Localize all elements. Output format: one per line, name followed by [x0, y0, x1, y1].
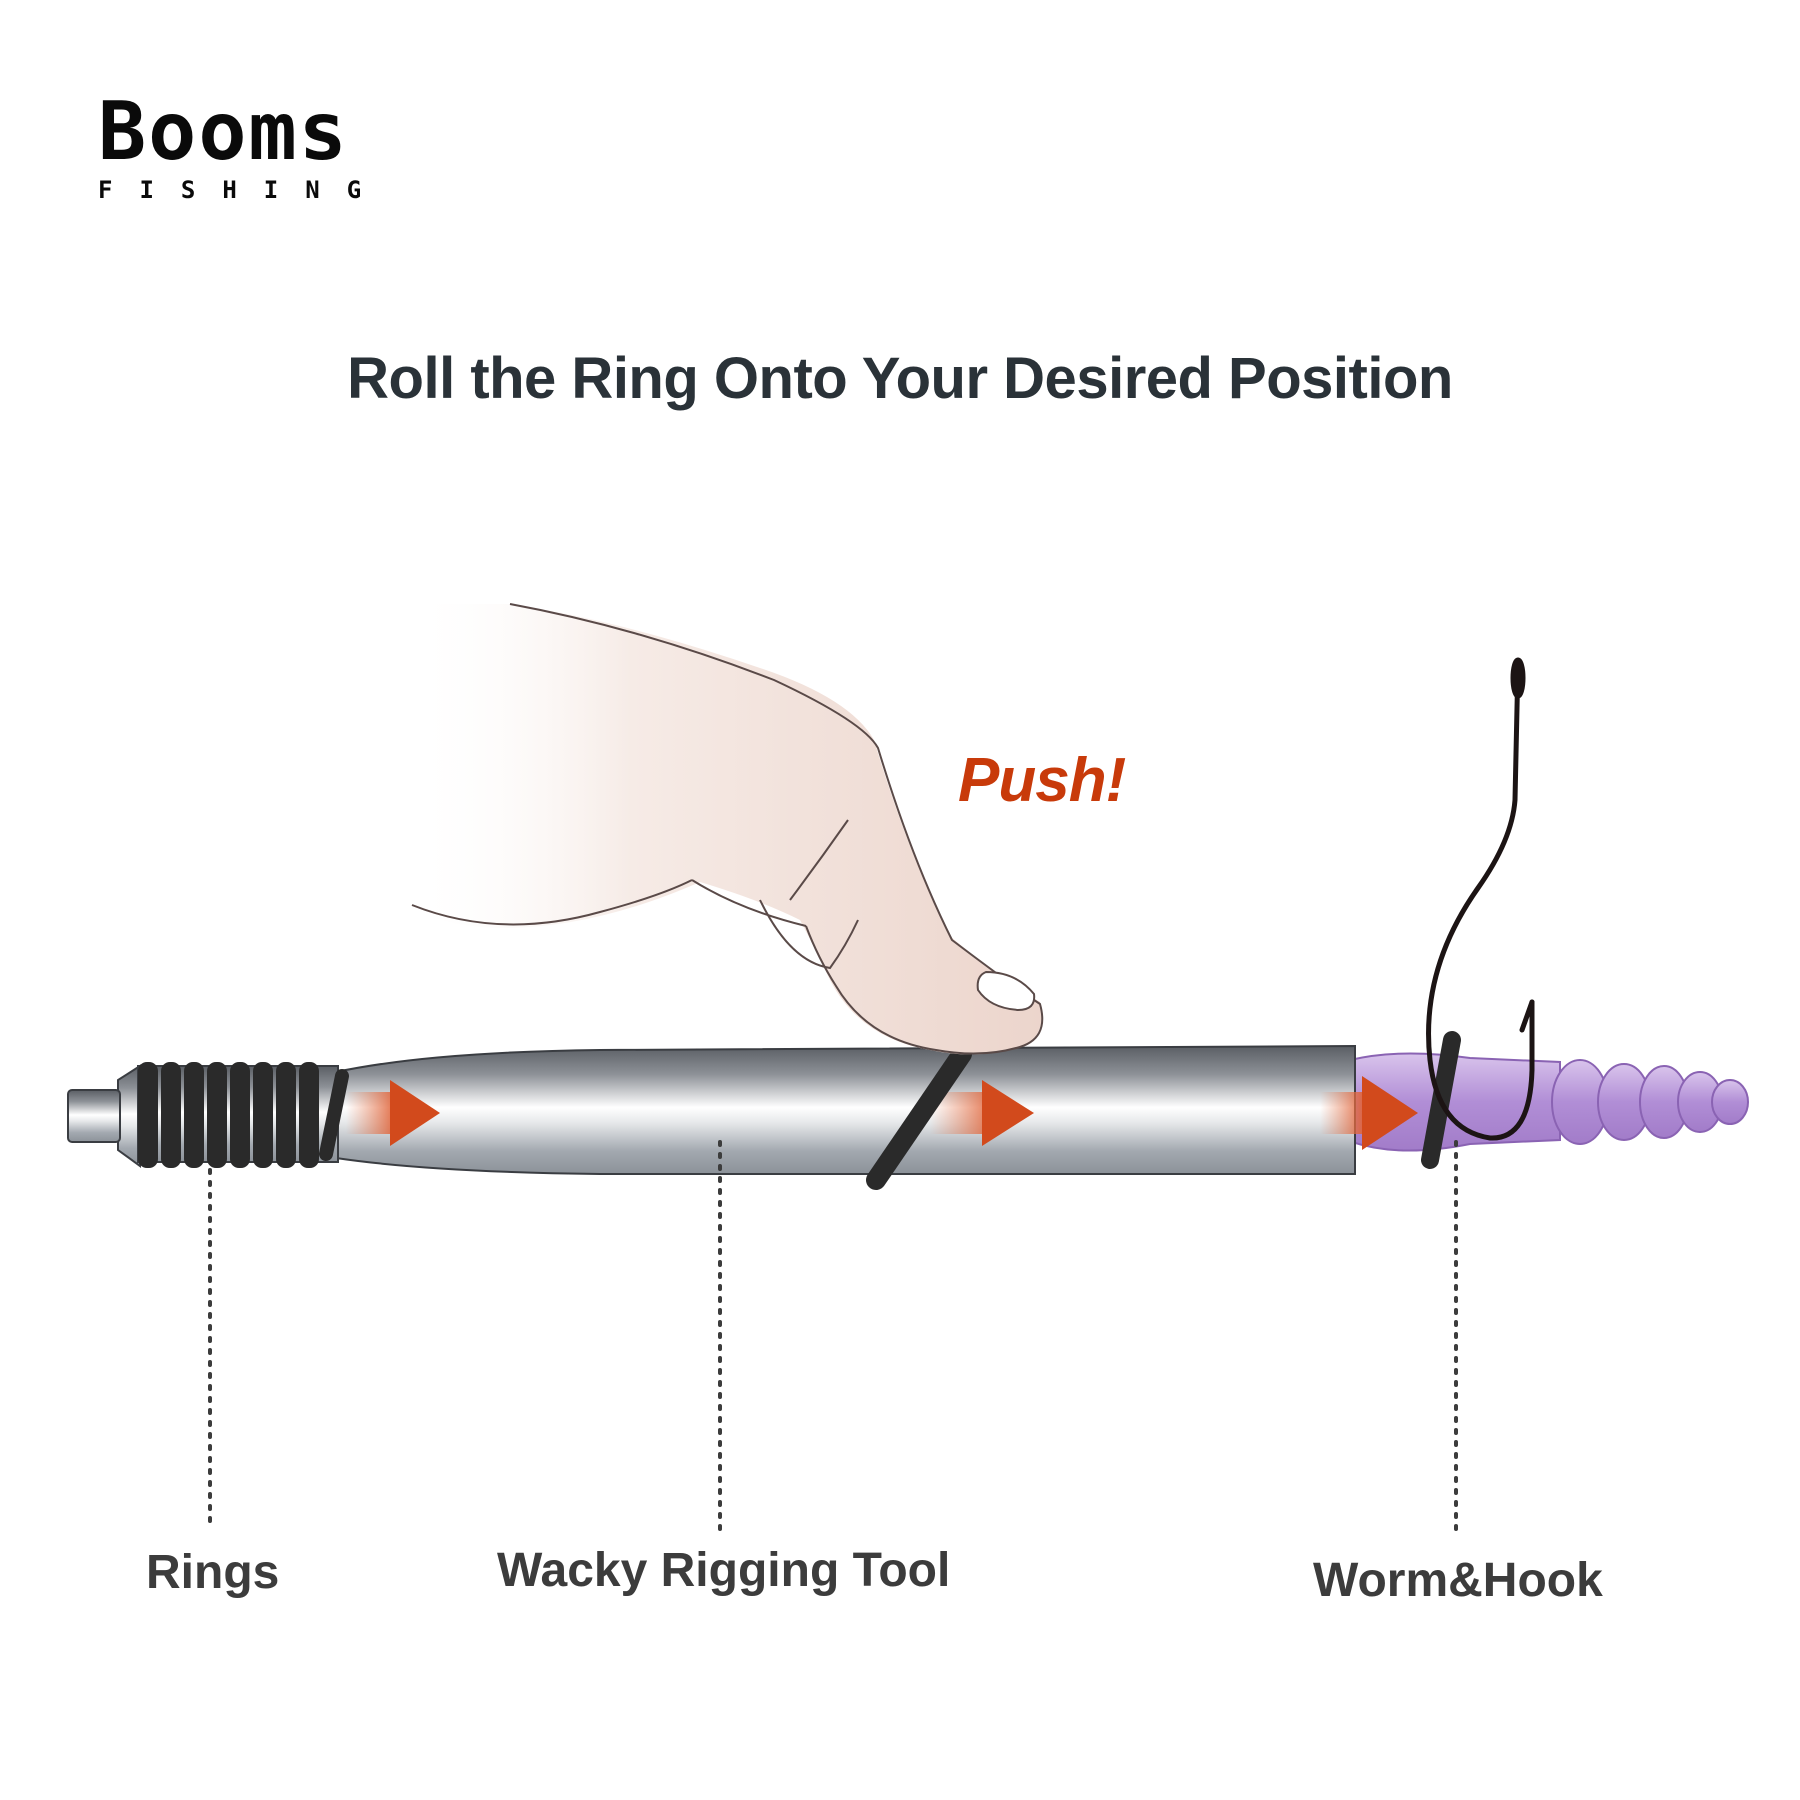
- brand-logo: Booms FISHING: [98, 85, 389, 205]
- label-tool: Wacky Rigging Tool: [497, 1544, 951, 1597]
- label-rings: Rings: [146, 1546, 280, 1599]
- arrow-right-icon: [346, 1080, 440, 1146]
- rings-stack: [138, 1062, 349, 1168]
- logo-wordmark: Booms: [98, 85, 349, 178]
- rolling-ring: [866, 1044, 972, 1190]
- fishing-hook-icon: [1426, 657, 1535, 1141]
- arrow-right-icon: [1320, 1076, 1418, 1150]
- worm-illustration: [1348, 1052, 1749, 1152]
- push-callout: Push!: [958, 746, 1126, 815]
- logo-subtitle: FISHING: [98, 176, 389, 204]
- leader-lines: [208, 1140, 1458, 1532]
- finger-illustration: [410, 603, 1044, 1055]
- label-worm-hook: Worm&Hook: [1313, 1554, 1603, 1607]
- page-title: Roll the Ring Onto Your Desired Position: [347, 346, 1453, 411]
